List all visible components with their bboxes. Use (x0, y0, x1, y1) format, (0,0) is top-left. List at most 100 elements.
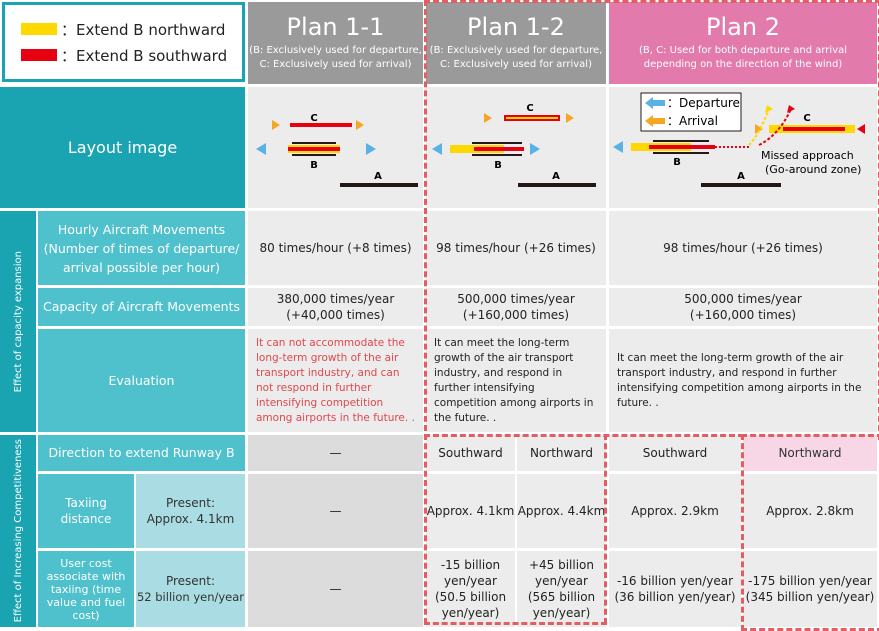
hourly-p12: 98 times/hour (+26 times) (426, 211, 606, 285)
taxi-label-text: Taxiing distance (60, 496, 112, 526)
taxi-p2-north: Approx. 2.8km (743, 474, 877, 548)
extension-south (649, 145, 715, 149)
layout-plan-1-2: C B A (426, 87, 606, 208)
taxi-present-2: Approx. 4.1km (146, 512, 235, 526)
plan-1-2-sub1: (B: Exclusively used for departure, (429, 45, 603, 56)
plan-2-title: Plan 2 (706, 13, 780, 41)
hourly-label-3: arrival possible per hour) (62, 259, 221, 275)
plan-1-1-header: Plan 1-1 (B: Exclusively used for depart… (248, 2, 423, 84)
arrival-arrow-icon (755, 124, 763, 134)
arrival-arrow-icon (272, 120, 280, 130)
runway-b-line (472, 154, 522, 156)
arrival-arrow-shaft (653, 118, 665, 124)
cost-p2-south: -16 billion yen/year (36 billion yen/yea… (609, 551, 741, 627)
cost-label-4: value and fuel (46, 595, 126, 609)
cost-p12s-2: yen/year (444, 574, 497, 588)
hourly-label-2: (Number of times of departure/ (43, 240, 240, 256)
evaluation-p12: It can meet the long-term growth of the … (426, 329, 606, 432)
cost-p12s-4: yen/year) (441, 606, 500, 620)
capacity-p12: 500,000 times/year (+160,000 times) (426, 288, 606, 326)
cost-p2s-2: (36 billion yen/year) (614, 590, 736, 604)
runway-b-letter: B (310, 160, 318, 171)
section-competitiveness-label: Effect of Increasing Competitiveness (12, 439, 24, 623)
layout-plan-1-2-diagram: C B A (432, 103, 596, 187)
cost-p12n-3: (565 billion (527, 590, 596, 604)
runway-b-line (292, 142, 336, 144)
direction-p2-south: Southward (609, 435, 741, 471)
cost-label-3: taxiing (time (50, 582, 122, 596)
legend-south: ：Extend B southward (21, 42, 227, 68)
cost-p12-north: +45 billion yen/year (565 billion yen/ye… (517, 551, 606, 627)
capacity-p12-b: (+160,000 times) (462, 308, 570, 322)
departure-arrow-icon (613, 141, 623, 153)
taxi-p2-south: Approx. 2.9km (609, 474, 741, 548)
plan-2-sub2: depending on the direction of the wind) (643, 59, 843, 70)
plan-2-sub1: (B, C: Used for both departure and arriv… (638, 45, 848, 56)
runway-b-letter: B (494, 160, 502, 171)
runway-b-line (292, 154, 336, 156)
evaluation-p11: It can not accommodate the long-term gro… (248, 329, 423, 432)
extension-south (288, 147, 340, 151)
layout-plan-1-1: C B A (248, 87, 423, 208)
runway-c-letter: C (310, 113, 317, 124)
runway-a-line (701, 183, 781, 187)
cost-p2n-1: -175 billion yen/year (748, 574, 872, 588)
taxi-label: Taxiing distance (38, 474, 134, 548)
arrival-arrow-icon (484, 113, 492, 123)
cost-p11: — (248, 551, 423, 627)
capacity-label: Capacity of Aircraft Movements (38, 288, 245, 326)
arrival-arrow-icon (356, 120, 364, 130)
capacity-p11: 380,000 times/year (+40,000 times) (248, 288, 423, 326)
taxi-p11: — (248, 474, 423, 548)
cost-label-5: cost) (72, 608, 100, 622)
direction-legend-box (640, 92, 742, 132)
plan-1-1-sub1: (B: Exclusively used for departure, (249, 45, 422, 56)
cost-p12n-1: +45 billion (528, 558, 595, 572)
section-competitiveness: Effect of Increasing Competitiveness (0, 435, 36, 627)
section-capacity: Effect of capacity expansion (0, 211, 36, 432)
cost-p2-north: -175 billion yen/year (345 billion yen/y… (743, 551, 877, 627)
departure-arrow-icon (366, 143, 376, 155)
cost-p12n-2: yen/year (535, 574, 588, 588)
cost-present-1: Present: (165, 574, 216, 588)
hourly-label: Hourly Aircraft Movements (Number of tim… (38, 211, 245, 285)
arrival-legend-label: ：Arrival (667, 114, 718, 128)
missed-approach-label: Missed approach (761, 149, 854, 162)
runway-a-line (518, 183, 596, 187)
runway-a-letter: A (552, 171, 560, 182)
plan-1-2-header: Plan 1-2 (B: Exclusively used for depart… (426, 2, 606, 84)
direction-p11: — (248, 435, 423, 471)
direction-label: Direction to extend Runway B (38, 435, 245, 471)
runway-a-letter: A (737, 171, 745, 182)
runway-c-line (783, 127, 845, 131)
layout-label: Layout image (0, 87, 245, 208)
layout-plan-2: ：Departure ：Arrival C B Missed approach … (609, 87, 877, 208)
layout-plan-2-diagram: ：Departure ：Arrival C B Missed approach … (613, 92, 865, 187)
missed-approach-curve (758, 108, 792, 146)
missed-approach-arrow-icon (787, 105, 795, 113)
runway-a-letter: A (374, 171, 382, 182)
evaluation-label-text: Evaluation (108, 372, 175, 388)
plan-1-1-sub2: C: Exclusively used for arrival) (259, 59, 412, 70)
hourly-label-1: Hourly Aircraft Movements (57, 221, 226, 237)
runway-b-line (653, 152, 709, 154)
direction-label-text: Direction to extend Runway B (48, 445, 235, 460)
cost-label-1: User cost (60, 556, 112, 570)
capacity-p2-b: (+160,000 times) (689, 308, 797, 322)
cost-present: Present: 52 billion yen/year (136, 551, 245, 627)
departure-arrow-icon (432, 143, 442, 155)
departure-arrow-shaft (653, 100, 665, 106)
departure-legend-label: ：Departure (667, 96, 740, 110)
cost-label: User cost associate with taxiing (time v… (38, 551, 134, 627)
departure-arrow-icon (645, 97, 653, 109)
runway-c-line (290, 123, 352, 127)
extension-north (506, 117, 558, 119)
cost-p12s-3: (50.5 billion (434, 590, 507, 604)
legend-south-label: ：Extend B southward (61, 46, 228, 65)
taxi-present: Present: Approx. 4.1km (136, 474, 245, 548)
capacity-p12-a: 500,000 times/year (457, 292, 575, 306)
departure-arrow-icon (256, 143, 266, 155)
direction-p12-north: Northward (517, 435, 606, 471)
departure-curve (748, 108, 770, 146)
legend-north: ：Extend B northward (21, 16, 225, 42)
